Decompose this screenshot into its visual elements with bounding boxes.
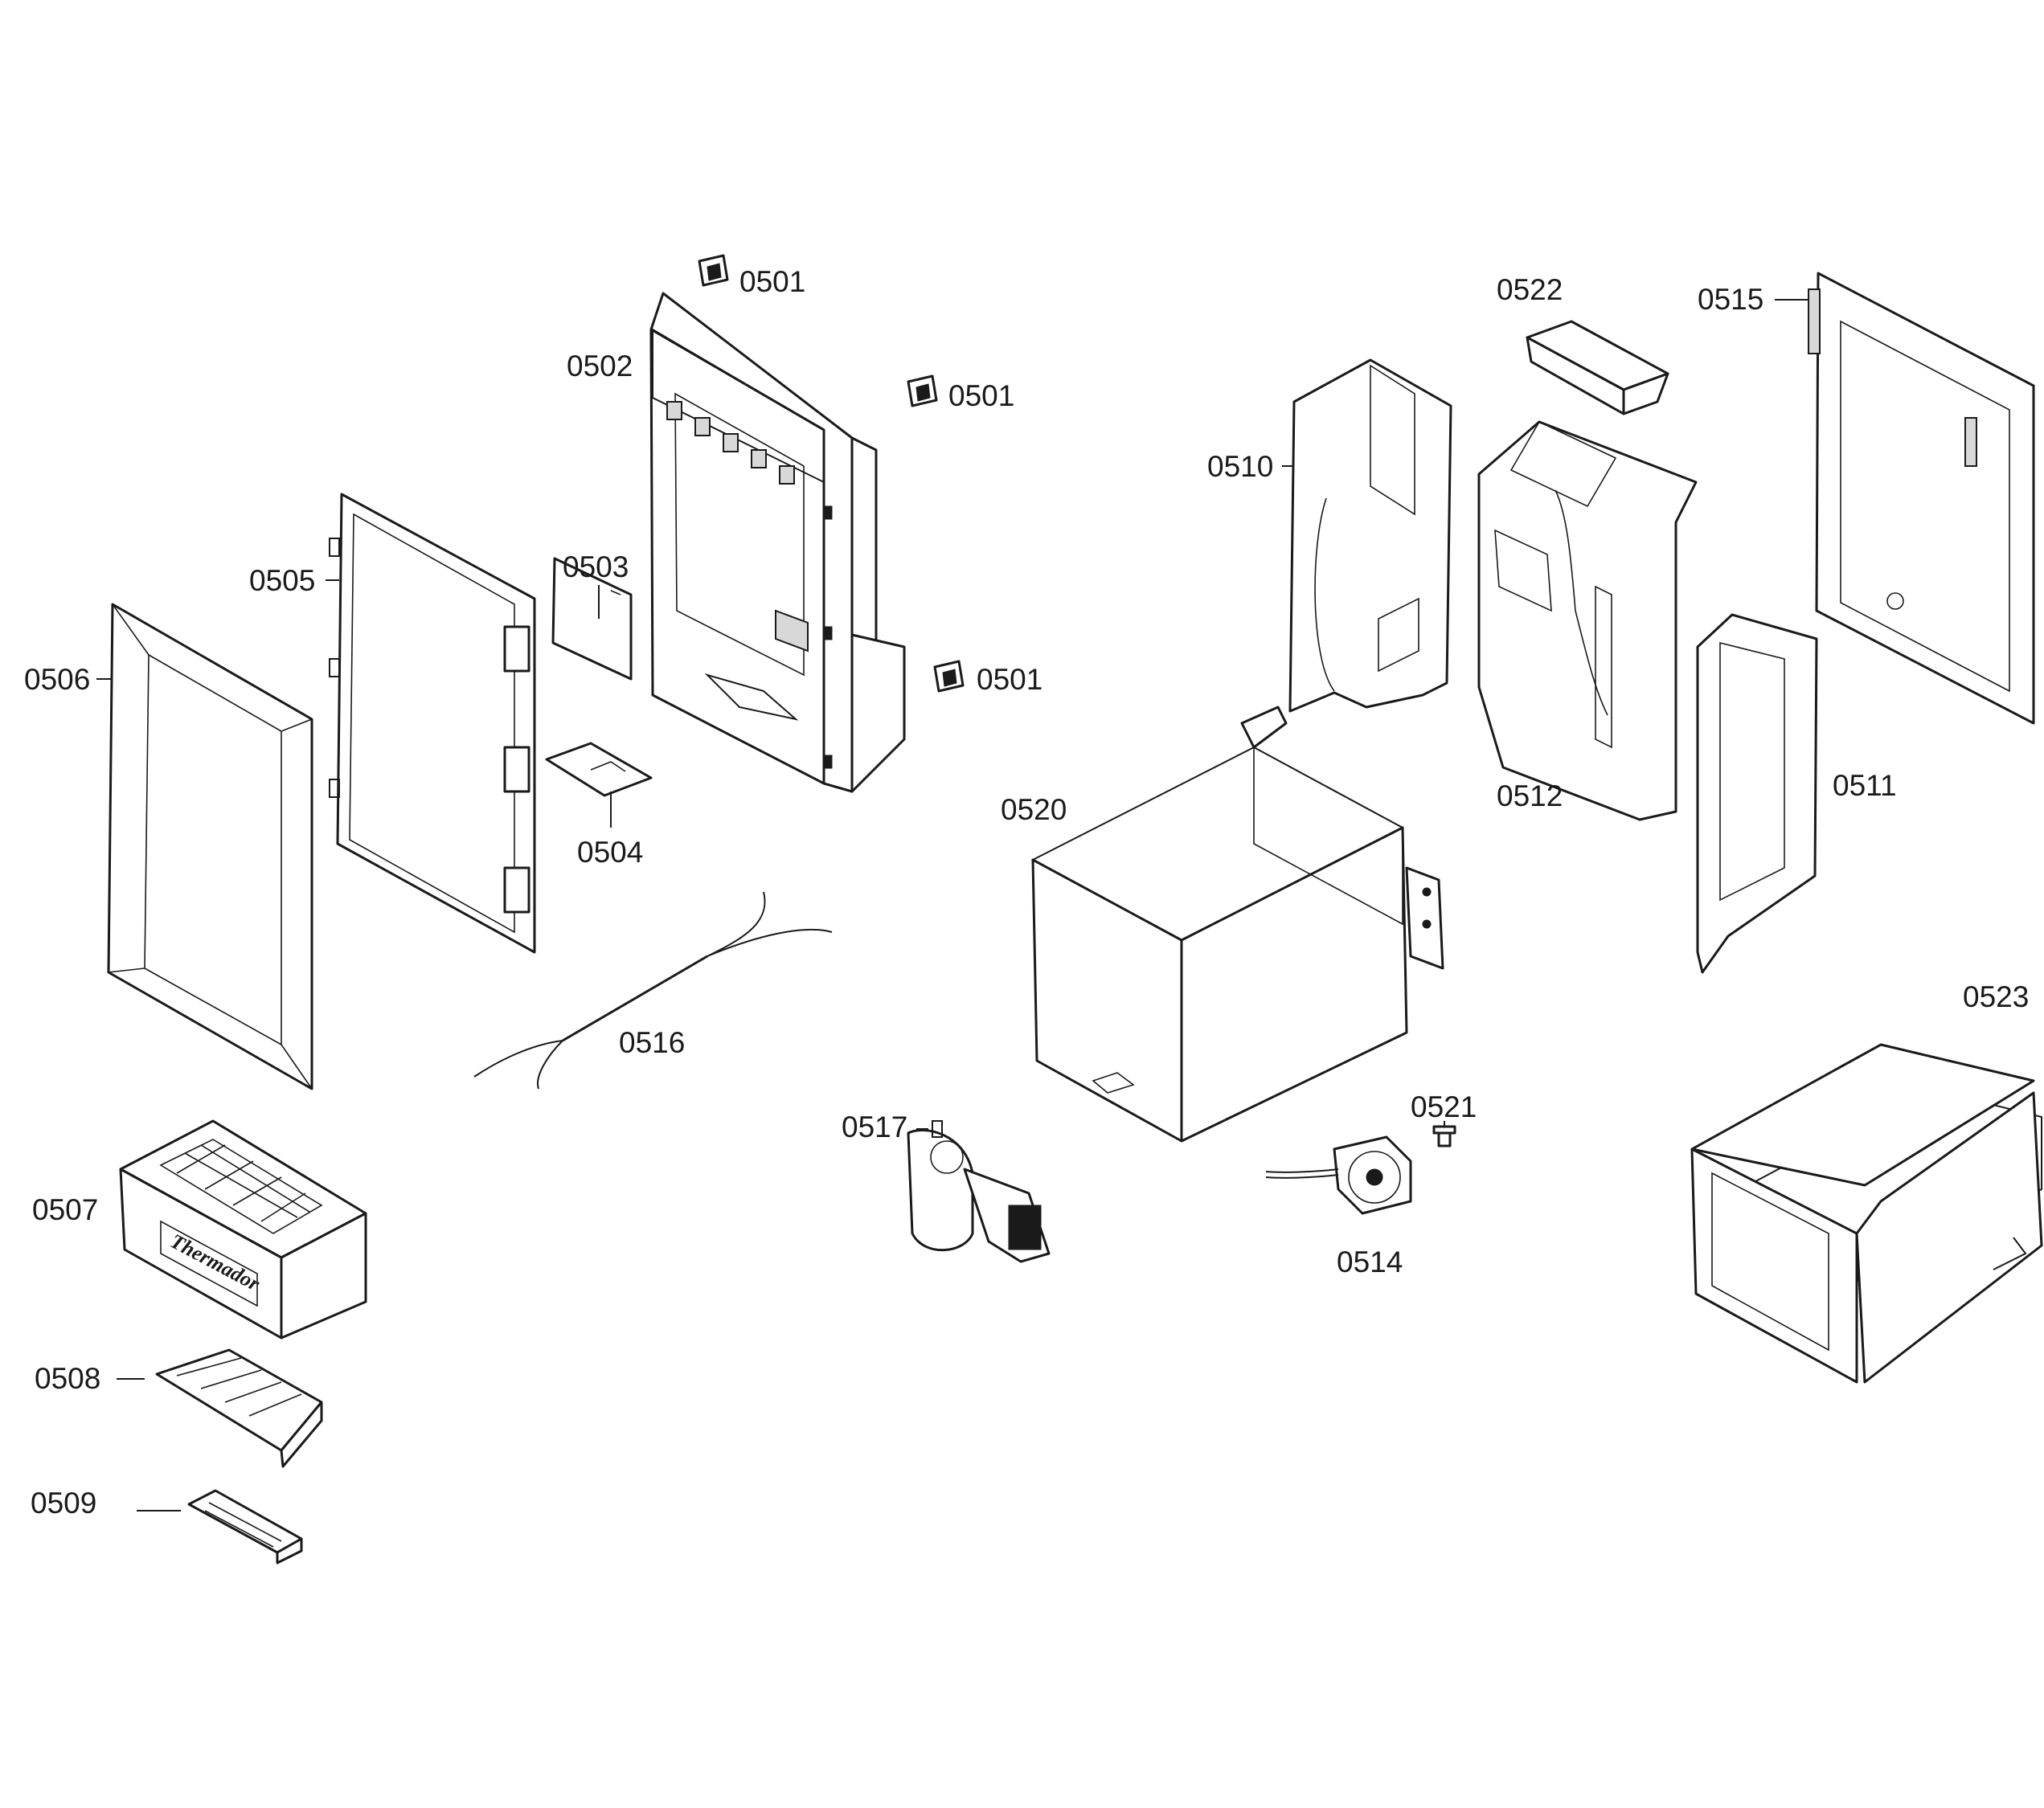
callout-labels: 0501 0501 0501 0502 0503 0504 0505 0506 … xyxy=(24,265,2029,1520)
label-0522: 0522 xyxy=(1497,273,1563,306)
label-0514: 0514 xyxy=(1337,1246,1403,1278)
label-0511: 0511 xyxy=(1833,769,1897,802)
label-0516: 0516 xyxy=(619,1026,685,1059)
part-0511-side-panel xyxy=(1696,613,1818,974)
part-0523-ice-bucket xyxy=(1690,1043,2043,1384)
part-0507-dispenser-cover: Thermador xyxy=(119,1119,367,1340)
part-0509-drip-tray xyxy=(187,1489,303,1565)
part-0501-clip-middle xyxy=(907,374,938,407)
label-0504: 0504 xyxy=(577,836,643,869)
part-0505-door-liner xyxy=(329,493,536,954)
label-0501-middle: 0501 xyxy=(948,379,1014,412)
part-0515-gasket-frame xyxy=(1808,272,2035,725)
label-0501-lower: 0501 xyxy=(977,663,1042,696)
part-0508-grille-tray xyxy=(155,1348,323,1468)
part-0501-clip-lower xyxy=(933,660,965,693)
part-0502-dispenser-housing xyxy=(649,292,906,793)
label-0506: 0506 xyxy=(24,663,90,696)
label-0512: 0512 xyxy=(1497,779,1563,812)
label-0521: 0521 xyxy=(1411,1090,1477,1123)
label-0501-top: 0501 xyxy=(739,265,805,298)
leader-lines xyxy=(96,299,1808,1511)
part-0503-cover-plate xyxy=(551,557,633,681)
label-0523: 0523 xyxy=(1963,980,2029,1013)
part-0514-fan xyxy=(1265,1135,1412,1215)
label-0503: 0503 xyxy=(563,550,629,583)
part-0504-flat-plate xyxy=(545,742,653,797)
part-0501-clip-top xyxy=(698,254,729,287)
part-0522-cap xyxy=(1526,320,1669,415)
label-0507: 0507 xyxy=(32,1193,98,1226)
label-0505: 0505 xyxy=(249,564,315,597)
part-0521-screw xyxy=(1432,1125,1456,1147)
label-0517: 0517 xyxy=(842,1111,907,1143)
part-0510-ice-duct xyxy=(1288,358,1452,713)
part-0520-bin-frame xyxy=(1030,706,1444,1143)
label-0515: 0515 xyxy=(1698,283,1763,316)
label-0510: 0510 xyxy=(1207,450,1273,483)
part-0517-drive-motor xyxy=(907,1120,1051,1263)
label-0502: 0502 xyxy=(567,350,633,382)
part-0506-door-frame xyxy=(107,603,313,1090)
label-0520: 0520 xyxy=(1001,793,1067,826)
part-0512-ice-maker-assembly xyxy=(1477,420,1698,821)
label-0509: 0509 xyxy=(31,1487,96,1520)
part-0516-heater-wire xyxy=(473,891,833,1090)
label-0508: 0508 xyxy=(35,1362,100,1395)
